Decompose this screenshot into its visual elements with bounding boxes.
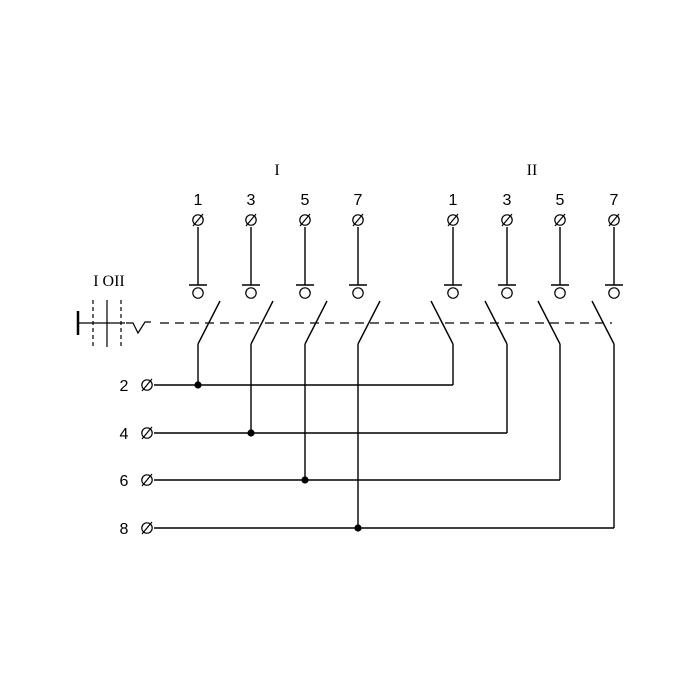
group-1-contact-7-input-terminal xyxy=(352,213,364,227)
group-2-contact-7-input-terminal xyxy=(608,213,620,227)
group-2-contact-7-fixed-contact xyxy=(608,287,620,299)
output-8: 8 xyxy=(120,521,153,538)
group-2-contact-7-number-label: 7 xyxy=(610,192,619,209)
output-4: 4 xyxy=(120,426,153,443)
group-1-contact-1-input-terminal xyxy=(192,213,204,227)
output-6: 6 xyxy=(120,473,153,490)
output-2-junction-dot xyxy=(194,381,202,389)
group-1-contact-7-number-label: 7 xyxy=(354,192,363,209)
group-1-contact-5-fixed-contact xyxy=(299,287,311,299)
group-1-contact-3-fixed-contact xyxy=(245,287,257,299)
group-1-contact-7: 7 xyxy=(349,192,381,345)
group-2-contact-5-input-terminal-circle xyxy=(554,214,566,226)
group-1-contact-7-input-terminal-circle xyxy=(352,214,364,226)
wires-layer xyxy=(154,344,615,532)
group-1-contact-5-number-label: 5 xyxy=(301,192,310,209)
group-1-contact-1-fixed-contact xyxy=(192,287,204,299)
group-2-contact-5-input-terminal-slash xyxy=(554,213,566,227)
output-2-terminal xyxy=(141,378,153,392)
group-1-contact-5-moving-blade xyxy=(304,300,328,345)
output-6-terminal-circle xyxy=(141,474,153,486)
group-2-contact-3-number-label: 3 xyxy=(503,192,512,209)
output-6-terminal xyxy=(141,473,153,487)
group-2-contact-3-input-terminal-slash xyxy=(501,213,513,227)
group-2-contact-7: 7 xyxy=(591,192,623,345)
output-8-terminal-circle xyxy=(141,522,153,534)
group-2-contact-3-moving-blade xyxy=(484,300,508,345)
group-2-contact-1-moving-blade xyxy=(430,300,454,345)
output-6-number-label: 6 xyxy=(120,473,129,490)
group-1-contact-7-input-terminal-slash xyxy=(352,213,364,227)
group-1-contact-3-moving-blade xyxy=(250,300,274,345)
group-ii-label: II xyxy=(527,162,538,179)
group-1-contact-3-input-terminal-slash xyxy=(245,213,257,227)
outputs-layer: 2 4 6 8 xyxy=(120,378,153,538)
output-6-terminal-slash xyxy=(141,473,153,487)
group-2-contact-1-input-terminal-circle xyxy=(447,214,459,226)
group-1-contact-7-fixed-contact xyxy=(352,287,364,299)
output-8-number-label: 8 xyxy=(120,521,129,538)
group-1-contact-5: 5 xyxy=(296,192,328,345)
group-1-contact-1-input-terminal-slash xyxy=(192,213,204,227)
group-2-contact-3-input-terminal-circle xyxy=(501,214,513,226)
group-2-contact-1-fixed-contact xyxy=(447,287,459,299)
group-2-contact-3-input-terminal xyxy=(501,213,513,227)
output-6-junction-dot xyxy=(301,476,309,484)
group-2-contact-5-fixed-contact xyxy=(554,287,566,299)
group-2-contact-5: 5 xyxy=(537,192,569,345)
group-1-contact-3: 3 xyxy=(242,192,274,345)
output-8-terminal-slash xyxy=(141,521,153,535)
contacts-layer: 1 3 5 7 1 3 5 7 xyxy=(189,192,623,345)
group-1-contact-3-number-label: 3 xyxy=(247,192,256,209)
group-1-contact-1-moving-blade xyxy=(197,300,221,345)
selector-actuator-symbol xyxy=(76,300,151,347)
output-4-junction-dot xyxy=(247,429,255,437)
output-4-terminal xyxy=(141,426,153,440)
group-1-contact-5-input-terminal-circle xyxy=(299,214,311,226)
group-1-contact-1-input-terminal-circle xyxy=(192,214,204,226)
group-2-contact-5-moving-blade xyxy=(537,300,561,345)
output-2-number-label: 2 xyxy=(120,378,129,395)
group-2-contact-7-input-terminal-circle xyxy=(608,214,620,226)
group-2-contact-7-moving-blade xyxy=(591,300,615,345)
output-8-terminal xyxy=(141,521,153,535)
group-2-contact-1-number-label: 1 xyxy=(449,192,458,209)
group-i-label: I xyxy=(274,162,279,179)
selector-position-label: I OII xyxy=(93,273,125,290)
group-2-contact-5-input-terminal xyxy=(554,213,566,227)
output-2: 2 xyxy=(120,378,153,395)
group-1-contact-7-moving-blade xyxy=(357,300,381,345)
output-2-terminal-circle xyxy=(141,379,153,391)
group-1-contact-5-input-terminal-slash xyxy=(299,213,311,227)
group-2-contact-5-number-label: 5 xyxy=(556,192,565,209)
group-1-contact-5-input-terminal xyxy=(299,213,311,227)
group-1-contact-3-input-terminal xyxy=(245,213,257,227)
group-2-contact-3-fixed-contact xyxy=(501,287,513,299)
output-2-terminal-slash xyxy=(141,378,153,392)
group-1-contact-1-number-label: 1 xyxy=(194,192,203,209)
detent-mark xyxy=(126,321,151,335)
group-2-contact-7-input-terminal-slash xyxy=(608,213,620,227)
group-2-contact-3: 3 xyxy=(484,192,516,345)
group-2-contact-1: 1 xyxy=(430,192,462,345)
group-1-contact-1: 1 xyxy=(189,192,221,345)
output-8-junction-dot xyxy=(354,524,362,532)
group-1-contact-3-input-terminal-circle xyxy=(245,214,257,226)
group-2-contact-1-input-terminal xyxy=(447,213,459,227)
group-2-contact-1-input-terminal-slash xyxy=(447,213,459,227)
output-4-number-label: 4 xyxy=(120,426,129,443)
output-4-terminal-slash xyxy=(141,426,153,440)
output-4-terminal-circle xyxy=(141,427,153,439)
